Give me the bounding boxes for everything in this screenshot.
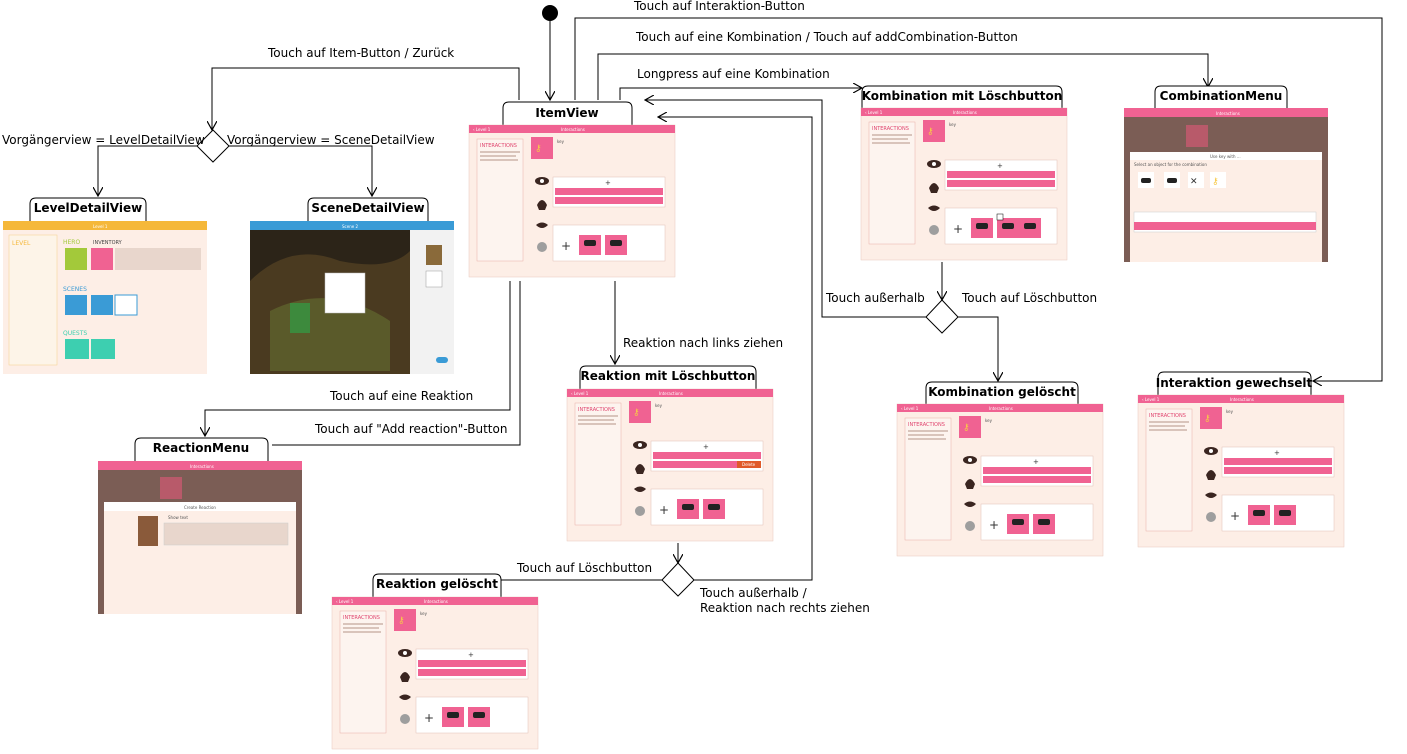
decision-nodes xyxy=(196,129,959,597)
label-add-reaction: Touch auf "Add reaction"-Button xyxy=(314,422,507,436)
edge-labels: Touch auf Interaktion-Button Touch auf e… xyxy=(2,0,1097,615)
tab-reaktion-geloescht xyxy=(372,573,502,597)
label-longpress: Longpress auf eine Kombination xyxy=(637,67,830,81)
svg-text:Interactions: Interactions xyxy=(190,464,214,469)
screen-leveldetail: Level 1 LEVEL HERO INVENTORY SCENES QUES… xyxy=(3,221,207,374)
label-loeschbutton-r: Touch auf Löschbutton xyxy=(516,561,652,575)
tab-kombi-geloescht xyxy=(925,381,1079,404)
label-kombination-add: Touch auf eine Kombination / Touch auf a… xyxy=(635,30,1018,44)
title-leveldetail: LevelDetailView xyxy=(34,201,142,215)
svg-text:Interactions: Interactions xyxy=(1216,111,1240,116)
label-item-button: Touch auf Item-Button / Zurück xyxy=(267,46,454,60)
tab-scenedetail xyxy=(307,197,429,221)
decision-kombination xyxy=(925,299,959,334)
svg-text:Select an object for the combi: Select an object for the combination xyxy=(1134,162,1207,167)
label-vorg-scene: Vorgängerview = SceneDetailView xyxy=(227,133,435,147)
label-touch-ausserhalb: Touch außerhalb xyxy=(825,291,925,305)
decision-reaktion xyxy=(661,562,695,597)
screen-reaktion-geloescht xyxy=(331,596,539,750)
svg-text:Scene 2: Scene 2 xyxy=(342,224,358,229)
svg-text:LEVEL: LEVEL xyxy=(12,240,31,247)
screen-reaktion-loesch: Delete xyxy=(566,388,774,542)
title-kombi-geloescht: Kombination gelöscht xyxy=(928,385,1076,399)
svg-text:Create Reaction: Create Reaction xyxy=(184,505,216,510)
title-reactionmenu: ReactionMenu xyxy=(153,441,249,455)
svg-text:HERO: HERO xyxy=(63,239,80,246)
title-scenedetail: SceneDetailView xyxy=(311,201,424,215)
title-interaktion-gewechselt: Interaktion gewechselt xyxy=(1156,376,1313,390)
label-vorg-level: Vorgängerview = LevelDetailView xyxy=(2,133,205,147)
edges xyxy=(98,17,1383,591)
screen-kombi-geloescht xyxy=(896,403,1104,557)
label-interaktion-button: Touch auf Interaktion-Button xyxy=(633,0,805,13)
tab-reaktion-loesch xyxy=(579,365,757,389)
title-reaktion-loesch: Reaktion mit Löschbutton xyxy=(581,369,756,383)
tab-leveldetail xyxy=(29,197,147,221)
delete-label: Delete xyxy=(742,462,756,467)
svg-text:⚷: ⚷ xyxy=(1212,177,1219,187)
tab-kombi-loesch xyxy=(861,85,1063,108)
state-titles: ItemView LevelDetailView SceneDetailView… xyxy=(34,89,1313,591)
label-loeschbutton-k: Touch auf Löschbutton xyxy=(961,291,1097,305)
screen-scenedetail: Scene 2 xyxy=(250,221,454,374)
label-ausserhalb-1: Touch außerhalb / xyxy=(699,586,808,600)
svg-text:✕: ✕ xyxy=(1190,177,1198,187)
svg-text:Use key with ...: Use key with ... xyxy=(1210,154,1241,159)
title-combimenu: CombinationMenu xyxy=(1160,89,1283,103)
screen-combimenu: Interactions Use key with ... Select an … xyxy=(1124,108,1328,262)
title-reaktion-geloescht: Reaktion gelöscht xyxy=(376,577,498,591)
screen-kombi-loesch xyxy=(860,107,1068,261)
svg-text:Level 1: Level 1 xyxy=(93,224,108,229)
title-itemview: ItemView xyxy=(535,106,598,120)
svg-text:Show text: Show text xyxy=(168,515,188,520)
svg-text:INVENTORY: INVENTORY xyxy=(93,240,123,246)
label-touch-reaktion: Touch auf eine Reaktion xyxy=(329,389,473,403)
initial-node xyxy=(542,5,558,21)
screen-interaktion-gewechselt xyxy=(1137,394,1345,548)
screen-reactionmenu: Interactions Create Reaction Show text xyxy=(98,461,302,614)
svg-text:QUESTS: QUESTS xyxy=(63,330,87,337)
tab-reactionmenu xyxy=(134,437,269,461)
screen-itemview xyxy=(468,124,676,278)
tab-itemview xyxy=(502,101,633,125)
svg-text:SCENES: SCENES xyxy=(63,286,87,293)
label-ausserhalb-2: Reaktion nach rechts ziehen xyxy=(700,601,870,615)
decision-vorgaenger xyxy=(196,129,230,163)
label-reaktion-links: Reaktion nach links ziehen xyxy=(623,336,783,350)
title-kombi-loesch: Kombination mit Löschbutton xyxy=(862,89,1063,103)
tab-combimenu xyxy=(1154,85,1288,108)
state-tabs xyxy=(29,85,1312,597)
tab-interaktion-gewechselt xyxy=(1157,371,1312,395)
